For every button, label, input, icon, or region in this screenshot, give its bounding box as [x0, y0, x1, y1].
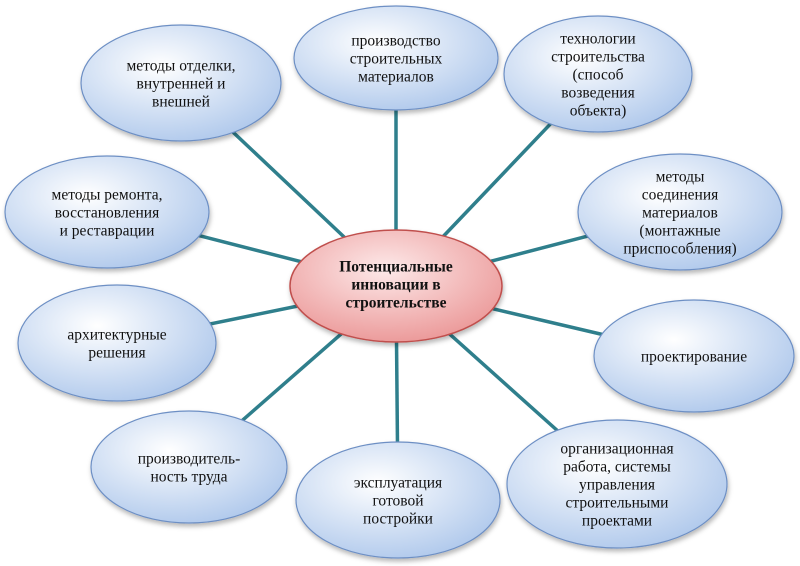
node-construction-tech-ellipse — [503, 15, 693, 133]
node-architecture-line-1: архитектурные — [67, 326, 166, 343]
node-repair-methods-ellipse — [4, 155, 210, 269]
node-finishing-methods-line-1: методы отделки, — [126, 57, 235, 74]
connector-productivity — [238, 329, 346, 425]
node-repair-methods-line-2: восстановления — [55, 204, 159, 221]
central-node-line-3: строительстве — [345, 294, 446, 311]
node-joining-methods-ellipse — [577, 153, 783, 271]
node-operation-line-2: готовой — [372, 492, 423, 509]
node-org-work-line-1: организационная — [560, 440, 673, 457]
node-joining-methods: методысоединенияматериалов(монтажныеприс… — [577, 153, 783, 271]
node-productivity-line-2: ность труда — [150, 468, 227, 485]
central-node-line-1: Потенциальные — [339, 258, 453, 275]
node-productivity-line-1: производитель- — [138, 450, 241, 467]
node-productivity-ellipse — [90, 410, 288, 524]
node-construction-tech-line-2: строительства — [551, 48, 645, 65]
connector-joining-methods — [486, 233, 592, 264]
connector-design — [488, 306, 607, 337]
node-operation-line-3: постройки — [363, 510, 433, 527]
node-org-work-line-4: строительными — [566, 494, 669, 511]
node-productivity: производитель-ность труда — [90, 410, 288, 524]
node-construction-tech-line-1: технологии — [560, 30, 635, 47]
connector-operation — [394, 337, 400, 447]
node-operation-ellipse — [295, 441, 501, 559]
node-joining-methods-line-2: соединения — [642, 186, 719, 203]
node-design: проектирование — [593, 299, 795, 413]
node-joining-methods-line-5: приспособления) — [623, 240, 736, 257]
node-construction-tech-line-5: объекта) — [570, 102, 626, 119]
node-production-materials-line-3: материалов — [358, 68, 434, 85]
node-construction-tech-line-4: возведения — [561, 84, 634, 101]
node-org-work-line-3: управления — [579, 476, 655, 493]
node-org-work-ellipse — [506, 419, 728, 549]
node-construction-tech-line-3: (способ — [573, 66, 624, 83]
connector-finishing-methods — [229, 128, 349, 242]
connector-construction-tech — [439, 119, 555, 241]
connector-repair-methods — [195, 232, 305, 265]
node-org-work-line-5: проектами — [582, 512, 652, 529]
node-joining-methods-line-3: материалов — [642, 204, 718, 221]
central-node-line-2: инновации в — [351, 276, 440, 293]
node-operation-line-1: эксплуатация — [354, 474, 442, 491]
node-org-work-line-2: работа, системы — [563, 458, 671, 475]
node-production-materials-ellipse — [293, 5, 499, 111]
node-finishing-methods-line-3: внешней — [152, 93, 210, 110]
connector-architecture — [206, 303, 302, 327]
node-repair-methods-line-3: и реставрации — [60, 222, 155, 239]
node-architecture-line-2: решения — [88, 344, 145, 361]
node-construction-tech: технологиистроительства(способвозведения… — [503, 15, 693, 133]
topic-nodes: производствостроительныхматериаловтехнол… — [4, 5, 795, 559]
node-architecture-ellipse — [17, 284, 217, 402]
node-production-materials-line-1: производство — [351, 32, 440, 49]
node-joining-methods-line-1: методы — [656, 168, 705, 185]
central-node-ellipse — [289, 229, 503, 343]
node-joining-methods-line-4: (монтажные — [639, 222, 720, 239]
node-design-ellipse — [593, 299, 795, 413]
node-repair-methods-line-1: методы ремонта, — [52, 186, 163, 203]
connector-org-work — [445, 330, 562, 435]
node-finishing-methods-ellipse — [80, 24, 282, 142]
connector-lines — [195, 106, 607, 447]
node-finishing-methods-line-2: внутренней и — [137, 75, 226, 92]
node-production-materials-line-2: строительных — [350, 50, 443, 67]
node-design-line-1: проектирование — [641, 348, 747, 365]
